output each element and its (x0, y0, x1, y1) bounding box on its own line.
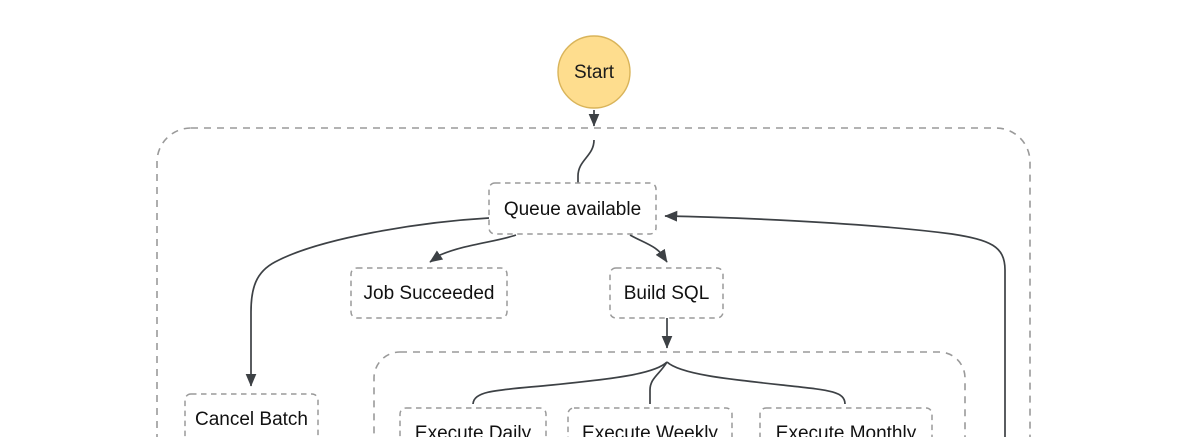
node-execute-weekly-label: Execute Weekly (582, 423, 718, 437)
edge-fanout-to-execute-weekly (649, 361, 668, 404)
edges-layer (245, 110, 1006, 437)
edge-queue-available-to-build-sql (629, 234, 668, 263)
node-start-label: Start (574, 62, 615, 83)
outer-group-container (156, 127, 1031, 437)
node-execute-monthly[interactable]: Execute Monthly (759, 407, 933, 437)
node-execute-monthly-shape[interactable] (759, 407, 933, 437)
node-build-sql[interactable]: Build SQL (609, 267, 724, 319)
edge-start-to-queue-available (577, 139, 595, 183)
group-containers (156, 127, 1031, 437)
node-queue-available-label: Queue available (504, 199, 641, 220)
node-execute-weekly-shape[interactable] (567, 407, 733, 437)
node-queue-available-shape[interactable] (488, 182, 657, 235)
node-execute-weekly[interactable]: Execute Weekly (567, 407, 733, 437)
edge-queue-available-to-cancel-batch (245, 217, 490, 387)
edge-fanout-to-execute-daily (472, 361, 668, 405)
node-job-succeeded-shape[interactable] (350, 267, 508, 319)
node-job-succeeded-label: Job Succeeded (364, 283, 495, 304)
node-queue-available[interactable]: Queue available (488, 182, 657, 235)
node-execute-monthly-label: Execute Monthly (776, 423, 917, 437)
node-cancel-batch-label: Cancel Batch (195, 409, 308, 430)
start-circle-shape[interactable] (557, 35, 631, 109)
node-cancel-batch-shape[interactable] (184, 393, 319, 437)
node-execute-daily[interactable]: Execute Daily (399, 407, 547, 437)
node-execute-daily-label: Execute Daily (415, 423, 532, 437)
node-start[interactable]: Start (557, 35, 631, 109)
node-execute-daily-shape[interactable] (399, 407, 547, 437)
node-job-succeeded[interactable]: Job Succeeded (350, 267, 508, 319)
node-build-sql-shape[interactable] (609, 267, 724, 319)
node-build-sql-label: Build SQL (624, 283, 710, 304)
edge-execute-monthly-to-queue-available (664, 210, 1006, 437)
edge-fanout-to-execute-monthly (666, 361, 846, 405)
node-cancel-batch[interactable]: Cancel Batch (184, 393, 319, 437)
edge-queue-available-to-job-succeeded (429, 234, 517, 263)
nodes-layer: Start Queue available Job Succeeded Buil… (184, 35, 933, 437)
